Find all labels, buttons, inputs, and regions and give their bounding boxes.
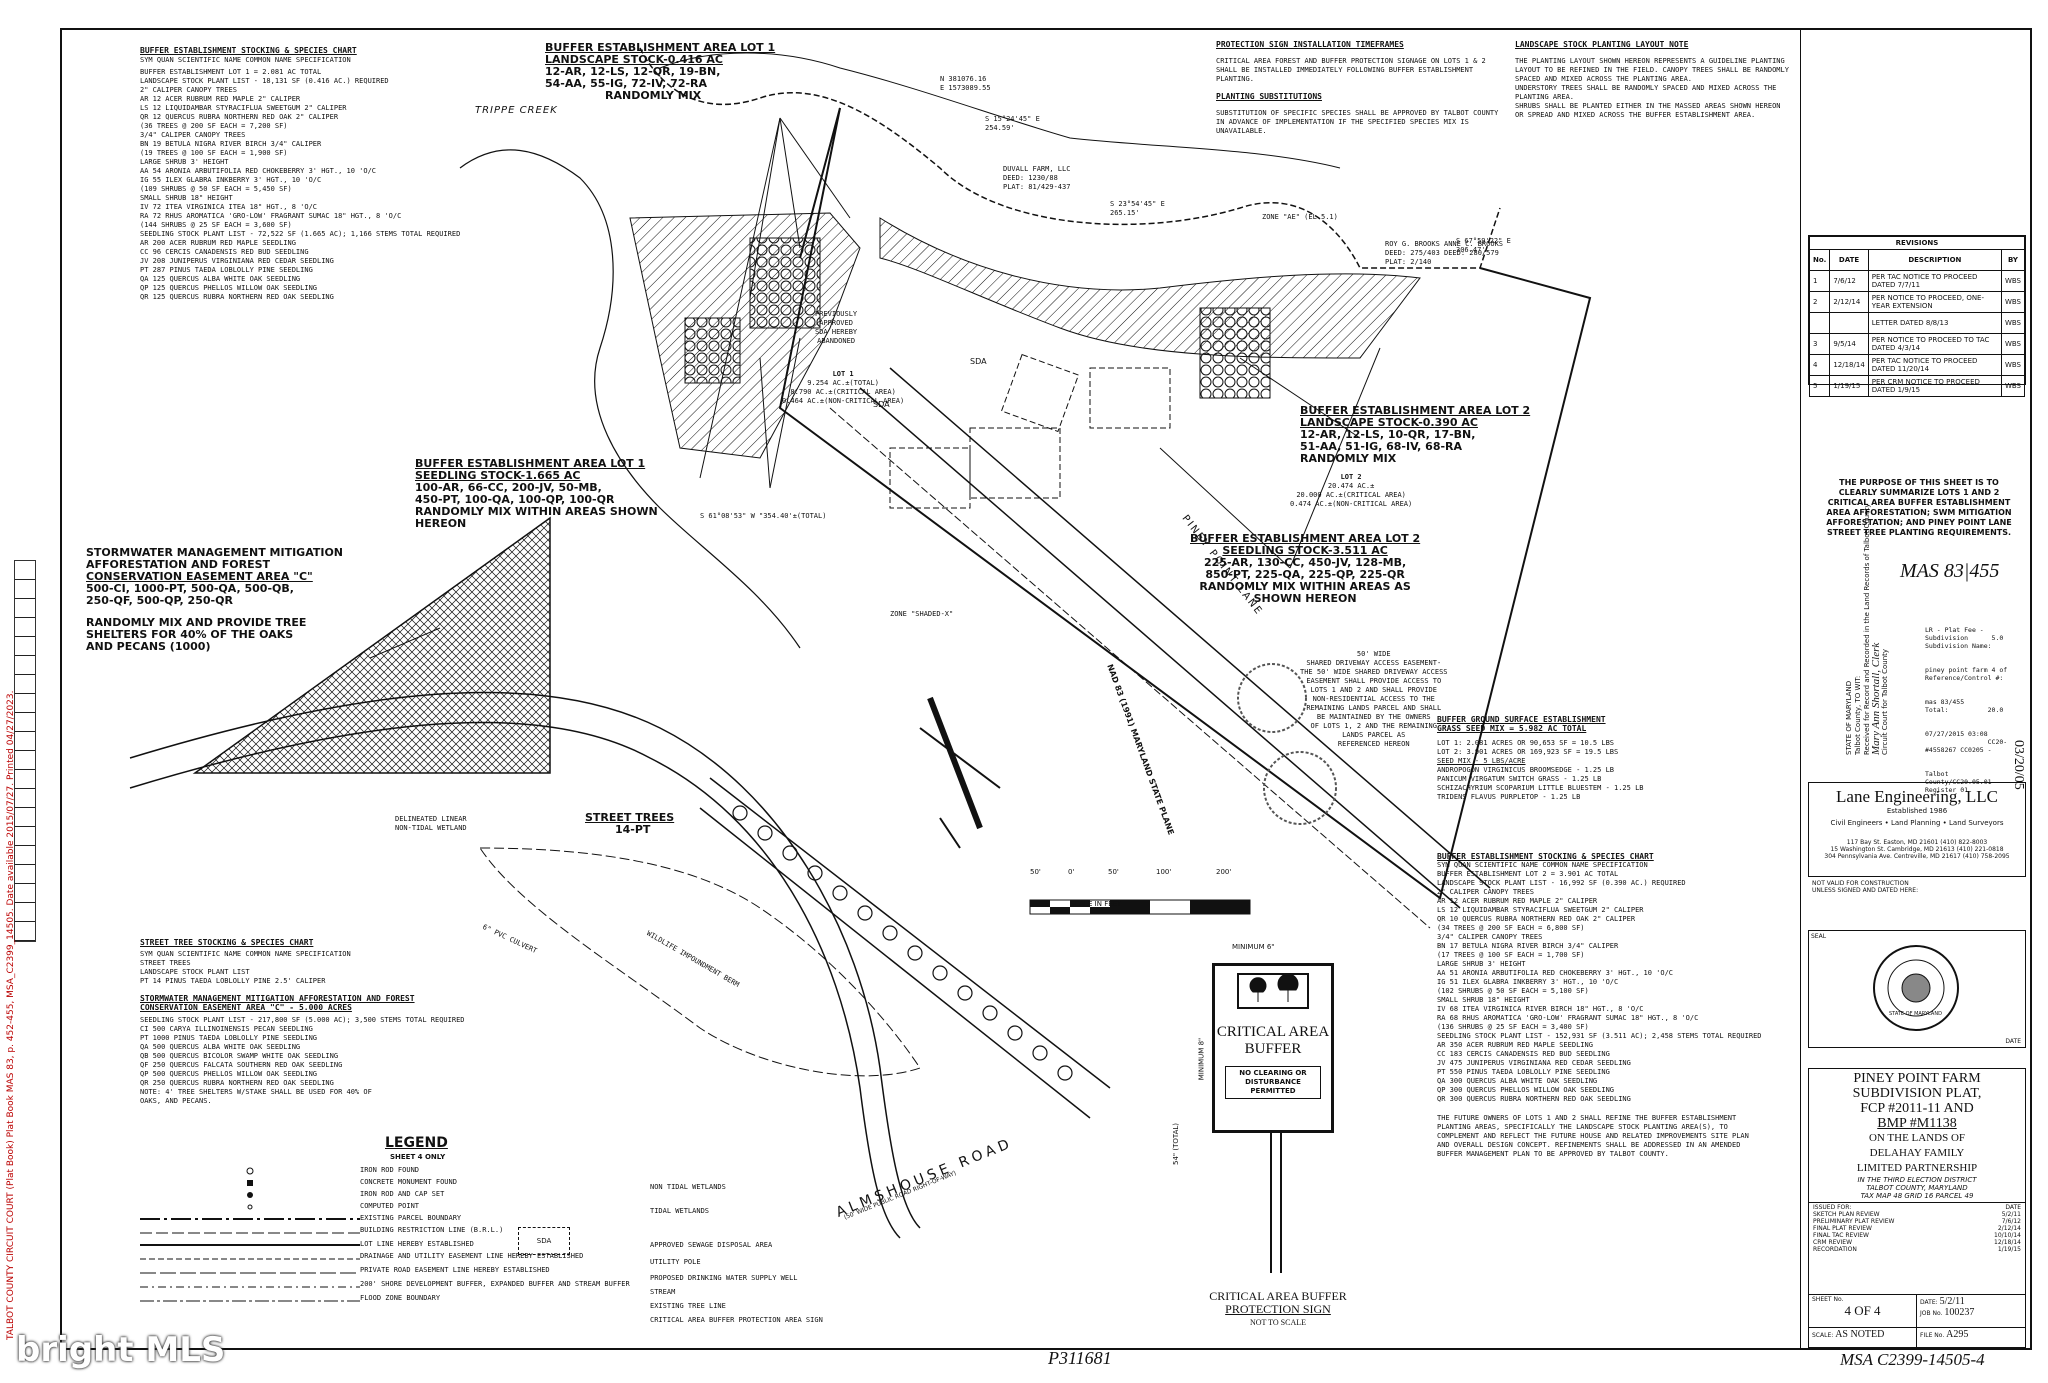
- landscape-cluster: [749, 237, 821, 329]
- margin-vertical-text: TALBOT COUNTY CIRCUIT COURT (Plat Book) …: [6, 690, 16, 1341]
- bearing-label-2: S 23°54'45" E 265.15': [1110, 200, 1165, 217]
- shoreline: [639, 47, 1501, 269]
- stormwater-callout: STORMWATER MANAGEMENT MITIGATION AFFORES…: [86, 546, 344, 653]
- lot2-chart: BUFFER ESTABLISHMENT STOCKING & SPECIES …: [1437, 852, 1762, 1158]
- legend-symbols: [140, 1167, 360, 1302]
- grass-seed-notes: BUFFER GROUND SURFACE ESTABLISHMENT GRAS…: [1437, 715, 1644, 801]
- previously-approved-label: PREVIOUSLY APPROVED SDA HEREBY ABANDONED: [815, 310, 858, 345]
- zone-ae-label: ZONE "AE" (EL 5.1): [1262, 213, 1338, 221]
- lot1-seedling-callout: BUFFER ESTABLISHMENT AREA LOT 1 SEEDLING…: [415, 457, 658, 530]
- north-arrow: [919, 696, 1001, 849]
- lot2-landscape-callout: BUFFER ESTABLISHMENT AREA LOT 2 LANDSCAP…: [1300, 404, 1531, 465]
- legend-subtitle: SHEET 4 ONLY: [390, 1153, 446, 1161]
- bearing-label-4: S 61°08'53" W "354.40'±(TOTAL): [700, 512, 827, 520]
- buffer-hatch-lot2: [879, 217, 1421, 359]
- protection-notes: PROTECTION SIGN INSTALLATION TIMEFRAMES …: [1216, 40, 1499, 135]
- street-tree-chart-body: SYM QUAN SCIENTIFIC NAME COMMON NAME SPE…: [140, 950, 465, 1105]
- delineated-wetland-label: DELINEATED LINEAR NON-TIDAL WETLAND: [395, 815, 467, 832]
- recording-vertical: STATE OF MARYLAND Talbot County, TO WIT:…: [1845, 503, 1889, 755]
- lot2-seedling-callout: BUFFER ESTABLISHMENT AREA LOT 2 SEEDLING…: [1190, 532, 1421, 605]
- lot2-area-label: LOT 2 20.474 AC.± 20.000 AC.±(CRITICAL A…: [1290, 473, 1413, 508]
- almshouse-road: [129, 691, 921, 1229]
- legend-right: NON TIDAL WETLANDS TIDAL WETLANDS APPROV…: [650, 1183, 823, 1324]
- surveyor-seal-icon: [1873, 945, 1959, 1031]
- street-tree-chart-title: STREET TREE STOCKING & SPECIES CHART: [140, 938, 314, 947]
- bearing-label-1: S 15°24'45" E 254.59': [985, 115, 1040, 132]
- scale-label: SCALE IN FEET: [1070, 900, 1122, 908]
- bearing-label-3: S 67°59'22" E 306.47': [1456, 237, 1511, 254]
- layout-notes: LANDSCAPE STOCK PLANTING LAYOUT NOTE THE…: [1515, 40, 1789, 119]
- driveway-note: 50' WIDE SHARED DRIVEWAY ACCESS EASEMENT…: [1300, 650, 1448, 748]
- street-trees-row: [732, 805, 1073, 1081]
- lot1-chart-body: BUFFER ESTABLISHMENT LOT 1 = 2.081 AC TO…: [140, 68, 461, 301]
- stormwater-easement-c: [192, 516, 551, 774]
- sign-caption: CRITICAL AREA BUFFER PROTECTION SIGN NOT…: [1209, 1289, 1347, 1328]
- title-block: PINEY POINT FARM SUBDIVISION PLAT, FCP #…: [1808, 1068, 2026, 1348]
- recording-stamp-circle: [1237, 663, 1307, 733]
- sign-min8: MINIMUM 8": [1197, 1037, 1206, 1081]
- sign-post: [1270, 1133, 1282, 1273]
- tree-sign-icon: [1237, 973, 1309, 1009]
- street-trees-callout: STREET TREES 14-PT: [585, 811, 675, 836]
- legend-sda-box: SDA: [518, 1227, 570, 1255]
- seal-panel: SEAL STATE OF MARYLAND DATE: [1808, 930, 2026, 1048]
- title-column: [1800, 28, 2032, 1350]
- bright-mls-watermark: bright MLS: [16, 1330, 226, 1370]
- bottom-handwritten: P311681: [1048, 1348, 1112, 1368]
- lot1-chart-title: BUFFER ESTABLISHMENT STOCKING & SPECIES …: [140, 46, 357, 55]
- legend-left: IRON ROD FOUND CONCRETE MONUMENT FOUND I…: [360, 1166, 630, 1302]
- bottom-right-ref: MSA C2399-14505-4: [1840, 1350, 1985, 1369]
- scale-bar: [1029, 899, 1251, 915]
- lot1-area-label: LOT 1 9.254 AC.±(TOTAL) 8.790 AC.±(CRITI…: [782, 370, 905, 405]
- lot1-chart-cols: SYM QUAN SCIENTIFIC NAME COMMON NAME SPE…: [140, 56, 351, 64]
- site-plan-map: [129, 47, 1592, 1239]
- lot1-landscape-callout: BUFFER ESTABLISHMENT AREA LOT 1 LANDSCAP…: [545, 41, 776, 102]
- sda-label-2: SDA: [970, 357, 987, 366]
- legend-title: LEGEND: [385, 1135, 448, 1151]
- duvall-label: DUVALL FARM, LLC DEED: 1230/88 PLAT: 81/…: [1003, 165, 1071, 191]
- mas-handwritten: MAS 83|455: [1900, 560, 2000, 582]
- critical-area-sign: CRITICAL AREA BUFFER NO CLEARING OR DIST…: [1212, 963, 1334, 1133]
- brooks-label: ROY G. BROOKS ANNE C. BROOKS DEED: 275/4…: [1385, 240, 1504, 266]
- zone-x-label: ZONE "SHADED-X": [890, 610, 954, 618]
- margin-ruler: [14, 560, 36, 942]
- firm-panel: Lane Engineering, LLC Established 1986 C…: [1808, 782, 2026, 877]
- piney-point-lane: [859, 387, 1461, 909]
- sign-total: 54" (TOTAL): [1172, 1122, 1181, 1166]
- sda-label-1: SDA: [873, 400, 890, 409]
- sign-min6: MINIMUM 6": [1232, 943, 1275, 951]
- trippe-creek-label: TRIPPE CREEK: [475, 105, 558, 116]
- coord-label: N 381076.16 E 1573089.55: [940, 75, 991, 92]
